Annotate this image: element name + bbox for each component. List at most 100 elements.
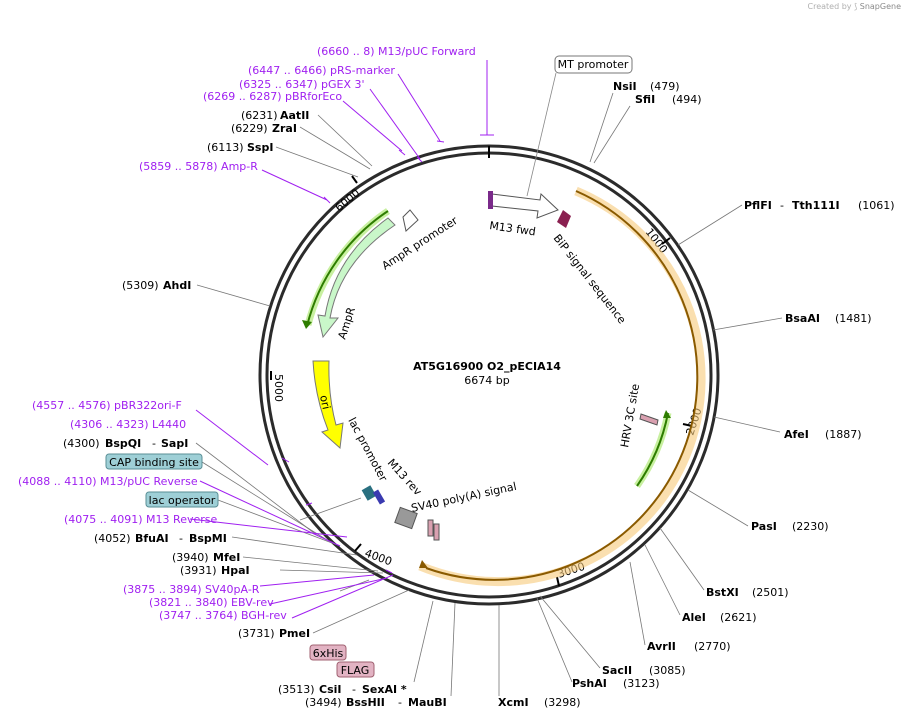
site-bspqi: BspQI [105, 437, 141, 450]
plasmid-size: 6674 bp [464, 374, 509, 387]
ruler-label-4000: 4000 [363, 547, 394, 569]
hrv-green-arc [636, 412, 669, 487]
site-alei-pos: (2621) [720, 611, 757, 624]
site-sfii-pos: (494) [672, 93, 702, 106]
label-lac-operator: lac operator [149, 494, 216, 507]
ampr-green-arrowhead [302, 320, 312, 329]
site-maubi: MauBI [408, 696, 447, 709]
site-pasi: PasI [751, 520, 777, 533]
primer-m13-reverse: (4075 .. 4091) M13 Reverse [64, 513, 217, 526]
site-bsshii-sep: - [398, 696, 402, 709]
ruler-tick-3000 [556, 576, 560, 587]
primer-m13puc-reverse: (4088 .. 4110) M13/pUC Reverse [18, 475, 198, 488]
label-cap-binding: CAP binding site [109, 456, 199, 469]
primer-pbr322ori: (4557 .. 4576) pBR322ori-F [32, 399, 182, 412]
site-nsii: NsiI [613, 80, 637, 93]
site-pflfi: PflFI [744, 199, 772, 212]
site-hpai: HpaI [221, 564, 250, 577]
primer-amp-r: (5859 .. 5878) Amp-R [139, 160, 258, 173]
insert-arc [418, 186, 706, 587]
cap-site-marker [361, 485, 377, 501]
site-mfei-pos: (3940) [172, 551, 209, 564]
site-csii-pos: (3513) [278, 683, 315, 696]
primer-pbrforeco: (6269 .. 6287) pBRforEco [203, 90, 342, 103]
site-bfuai-sep: - [179, 532, 183, 545]
site-bspmi: BspMI [189, 532, 227, 545]
site-zrai: ZraI [272, 122, 297, 135]
site-sfii: SfiI [635, 93, 655, 106]
primer-prs-marker: (6447 .. 6466) pRS-marker [248, 64, 395, 77]
label-lac-promoter: lac promoter [345, 415, 390, 484]
site-pflfi-sep: - [780, 199, 784, 212]
snapgene-credit: Created by ⟆ SnapGene [807, 2, 901, 11]
site-pshai: PshAI [572, 677, 607, 690]
primer-m13puc-forward: (6660 .. 8) M13/pUC Forward [317, 45, 476, 58]
m13-fwd-marker [488, 191, 493, 209]
his-box [309, 644, 347, 661]
site-bfuai: BfuAI [135, 532, 169, 545]
site-sexai: SexAI * [362, 683, 407, 696]
mt-promoter-leader [526, 72, 557, 197]
primer-sv40pa-r: (3875 .. 3894) SV40pA-R [123, 583, 260, 596]
site-avrii: AvrII [647, 640, 676, 653]
mt-promoter-box [554, 55, 633, 74]
site-afei-pos: (1887) [825, 428, 862, 441]
site-sacii: SacII [602, 664, 632, 677]
sv40-feature [394, 506, 418, 530]
site-sspi-pos: (6113) [207, 141, 244, 154]
site-afei: AfeI [784, 428, 809, 441]
cap-binding-box [105, 453, 203, 470]
primer-leaders [189, 60, 494, 619]
bip-feature-icon [557, 210, 571, 228]
m13-fwd-feature [491, 192, 559, 219]
site-pmei: PmeI [279, 627, 310, 640]
label-bip: BiP signal sequence [551, 232, 629, 327]
site-bspqi-pos: (4300) [63, 437, 100, 450]
label-mt-promoter: MT promoter [558, 58, 629, 71]
flag-box [336, 661, 375, 678]
site-pmei-pos: (3731) [238, 627, 275, 640]
label-ampr: AmpR [335, 305, 358, 341]
ruler-tick-6000 [351, 175, 358, 184]
label-m13-fwd: M13 fwd [489, 219, 537, 238]
hrv-green-arrowhead [663, 410, 671, 418]
ruler-label-5000: 5000 [272, 374, 285, 402]
label-6xhis: 6xHis [313, 647, 344, 660]
label-m13-rev: M13 rev [385, 456, 425, 498]
site-bsaai-pos: (1481) [835, 312, 872, 325]
primer-pgex: (6325 .. 6347) pGEX 3' [239, 78, 365, 91]
site-sapi: SapI [161, 437, 188, 450]
ori-feature [312, 360, 344, 450]
site-avrii-pos: (2770) [694, 640, 731, 653]
lac-operator-box [145, 491, 219, 508]
flag-marker [433, 523, 440, 541]
hrv-marker [639, 413, 659, 426]
hrv-green-arc-glow [634, 412, 672, 489]
ruler-tick-4000 [354, 543, 362, 552]
plasmid-name: AT5G16900 O2_pECIA14 [413, 360, 561, 373]
site-sspi: SspI [247, 141, 273, 154]
site-alei: AleI [682, 611, 706, 624]
site-zrai-pos: (6229) [231, 122, 268, 135]
site-pshai-pos: (3123) [623, 677, 660, 690]
site-csii-sep: - [352, 683, 356, 696]
site-hpai-pos: (3931) [180, 564, 217, 577]
site-ahdi-pos: (5309) [122, 279, 159, 292]
primer-l4440: (4306 .. 4323) L4440 [70, 418, 186, 431]
label-flag: FLAG [341, 664, 370, 677]
label-hrv: HRV 3C site [618, 383, 642, 449]
ruler-tick-1000 [661, 237, 671, 245]
insert-arrowhead [419, 560, 428, 568]
site-bstxi-pos: (2501) [752, 586, 789, 599]
site-ahdi: AhdI [163, 279, 191, 292]
site-mfei: MfeI [213, 551, 240, 564]
lac-marker [372, 489, 386, 505]
ampr-green-arc [306, 210, 389, 327]
ampr-promoter-arrow [402, 209, 419, 232]
ruler-label-6000: 6000 [333, 186, 363, 214]
snapgene-logo-icon: ⟆ [854, 2, 858, 11]
label-ori: ori [317, 394, 333, 411]
site-xcmi-pos: (3298) [544, 696, 581, 709]
site-tth111i: Tth111I [792, 199, 840, 212]
